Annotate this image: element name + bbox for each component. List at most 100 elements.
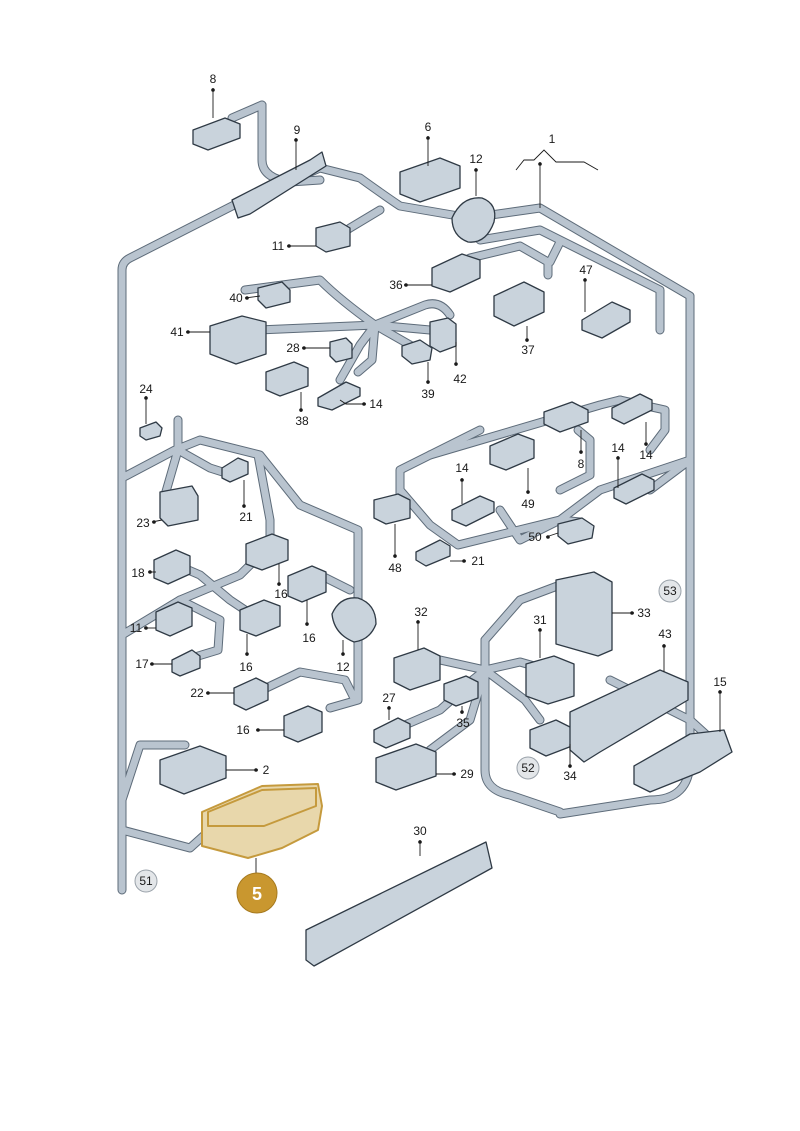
connector-41: [209, 315, 267, 365]
connector-14-lower-right: [613, 473, 655, 505]
connector-42: [429, 317, 457, 353]
connector-8-right: [543, 401, 589, 433]
control-unit-33: [555, 571, 613, 657]
connector-34: [529, 719, 573, 757]
label-48: 48: [388, 561, 402, 575]
connector-16-d: [283, 705, 323, 743]
label-16-c: 16: [239, 660, 253, 674]
label-2: 2: [263, 763, 270, 777]
connector-47: [581, 301, 631, 339]
label-21-upper: 21: [239, 510, 253, 524]
label-28: 28: [286, 341, 300, 355]
label-43: 43: [658, 627, 672, 641]
connector-16-c: [239, 599, 281, 637]
label-16-a: 16: [274, 587, 288, 601]
connector-21-lower: [415, 539, 451, 567]
bubble-52: [516, 756, 540, 780]
connector-31: [525, 655, 575, 705]
label-16-b: 16: [302, 631, 316, 645]
grommet-12-top: [451, 197, 496, 243]
label-11-lower: 11: [130, 621, 143, 635]
connector-16-a: [245, 533, 289, 571]
label-36: 36: [389, 278, 403, 292]
connector-22: [233, 677, 269, 711]
label-23: 23: [136, 516, 150, 530]
connector-27: [373, 717, 411, 749]
label-42: 42: [453, 372, 467, 386]
grommet-12-lower: [331, 597, 377, 643]
connector-parts: [139, 117, 733, 967]
label-17: 17: [135, 657, 149, 671]
label-34: 34: [563, 769, 577, 783]
callout-labels: 8 9 6 1 12 11 36 47 40 41 37 28 42 39 14…: [130, 72, 727, 838]
label-50: 50: [528, 530, 542, 544]
label-9: 9: [294, 123, 301, 137]
connector-48: [373, 493, 411, 525]
highlighted-part-5: 5: [201, 783, 323, 914]
connector-35: [443, 675, 479, 707]
label-11-top: 11: [272, 239, 285, 253]
label-49: 49: [521, 497, 535, 511]
label-53: 53: [663, 584, 677, 598]
label-29: 29: [460, 767, 474, 781]
connector-16-b: [287, 565, 327, 603]
connector-23: [159, 485, 199, 527]
label-12-top: 12: [469, 152, 483, 166]
label-40: 40: [229, 291, 243, 305]
label-8-right: 8: [578, 457, 585, 471]
bubble-51: [134, 869, 158, 893]
connector-24: [139, 421, 163, 441]
label-12-lower: 12: [336, 660, 350, 674]
label-27: 27: [382, 691, 396, 705]
harness-strip-30: [305, 841, 493, 967]
connector-21-upper: [221, 457, 249, 483]
label-51: 51: [139, 874, 153, 888]
connector-17: [171, 649, 201, 677]
connector-32: [393, 647, 441, 691]
connector-14-center: [317, 381, 361, 411]
connector-8-top: [192, 117, 241, 151]
connector-49: [489, 433, 535, 471]
bubble-53: [658, 579, 682, 603]
label-18: 18: [131, 566, 145, 580]
connector-38: [265, 361, 309, 397]
label-14-center: 14: [369, 397, 383, 411]
part-5-top: [207, 787, 317, 827]
label-6: 6: [425, 120, 432, 134]
label-37: 37: [521, 343, 535, 357]
label-14-middle: 14: [455, 461, 469, 475]
label-30: 30: [413, 824, 427, 838]
label-8-top: 8: [210, 72, 217, 86]
label-15: 15: [713, 675, 727, 689]
label-52: 52: [521, 761, 535, 775]
connector-50: [557, 517, 595, 545]
connector-29: [375, 743, 437, 791]
label-33: 33: [637, 606, 651, 620]
label-47: 47: [579, 263, 593, 277]
connector-14-upper-right: [611, 393, 653, 425]
connector-39: [401, 339, 433, 365]
label-39: 39: [421, 387, 435, 401]
label-14-upper-right: 14: [639, 448, 653, 462]
label-24: 24: [139, 382, 153, 396]
label-31: 31: [533, 613, 547, 627]
connector-40: [257, 281, 291, 309]
label-16-d: 16: [236, 723, 250, 737]
label-32: 32: [414, 605, 428, 619]
leader-lines: [144, 88, 722, 856]
label-41: 41: [170, 325, 184, 339]
connector-6: [399, 157, 461, 203]
label-14-lower-right: 14: [611, 441, 625, 455]
connector-11-lower: [155, 601, 193, 637]
component-2: [159, 745, 227, 795]
label-38: 38: [295, 414, 309, 428]
connector-14-middle: [451, 495, 495, 527]
part-5-badge: [236, 872, 278, 914]
bracket-43: [569, 669, 689, 763]
label-35: 35: [456, 716, 470, 730]
connector-36: [431, 253, 481, 293]
label-22: 22: [190, 686, 204, 700]
connector-37: [493, 281, 545, 327]
label-21-lower: 21: [471, 554, 485, 568]
